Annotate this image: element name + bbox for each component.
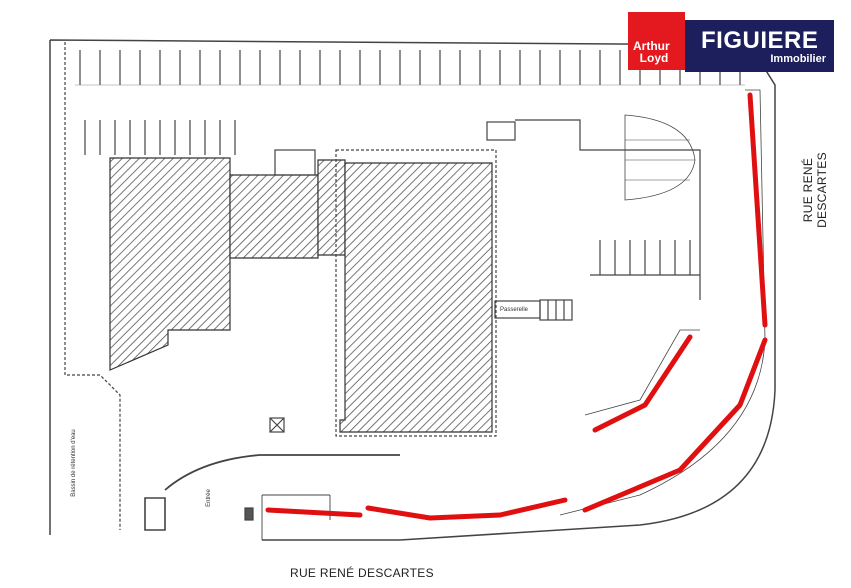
street-label-right: RUE RENÉ DESCARTES — [801, 152, 829, 228]
building-link — [317, 159, 346, 256]
entrance-wall — [164, 454, 400, 491]
parking-top-row — [79, 50, 741, 85]
site-boundary — [49, 39, 776, 541]
logo-figuiere: FIGUIERE Immobilier — [685, 20, 834, 72]
walkway-label: Passerelle — [500, 307, 529, 313]
building-connector — [229, 174, 319, 259]
street-label-bottom: RUE RENÉ DESCARTES — [290, 566, 434, 580]
highlight-bottom-mid — [365, 497, 568, 521]
left-wall — [64, 42, 121, 530]
building-west — [109, 157, 231, 371]
parking-second-row — [84, 120, 236, 155]
highlight-inner-curve — [592, 334, 693, 433]
logo: Arthur Loyd FIGUIERE Immobilier — [628, 12, 834, 72]
entrance-label: Entrée — [205, 489, 212, 507]
highlight-right-vertical — [747, 92, 768, 328]
building-main — [339, 162, 493, 433]
logo-arthur-loyd: Arthur Loyd — [628, 12, 685, 70]
highlight-right-curve — [582, 337, 768, 513]
highlighted-parking — [265, 92, 768, 521]
highlight-bottom-left — [265, 507, 363, 518]
basin-label: Bassin de rétention d'eau — [70, 429, 77, 497]
